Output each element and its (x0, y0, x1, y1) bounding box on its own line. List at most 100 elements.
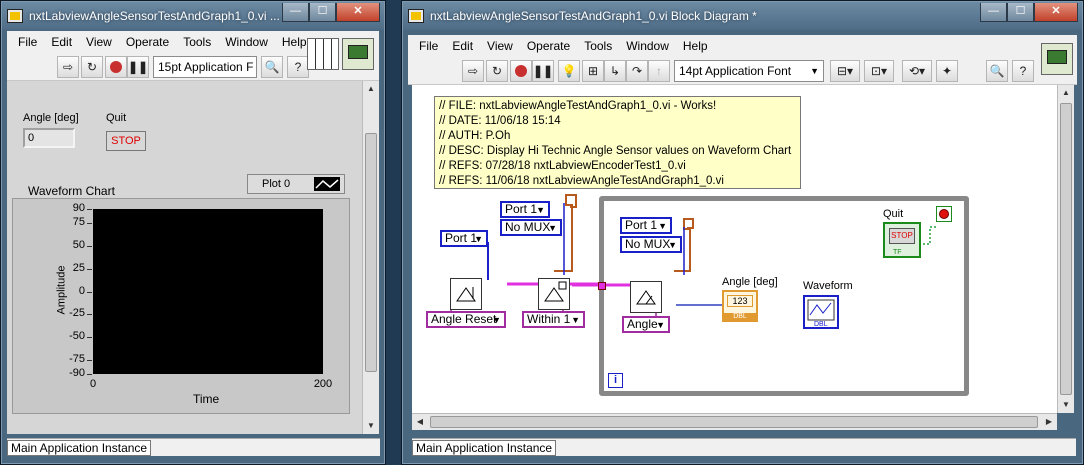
angle-reset-subvi[interactable] (450, 278, 482, 310)
y-tick-mark (87, 245, 92, 247)
vi-icon[interactable] (1041, 43, 1073, 75)
search-icon[interactable]: 🔍 (986, 60, 1008, 82)
step-into-icon[interactable]: ↳ (604, 60, 626, 82)
mux-ring-text: No MUX (505, 220, 551, 234)
x-axis-label: Time (193, 392, 220, 406)
scroll-thumb[interactable] (365, 133, 377, 372)
close-button[interactable]: ✕ (1034, 3, 1078, 22)
step-out-icon[interactable]: ↑ (648, 60, 670, 82)
plot-area[interactable] (93, 209, 323, 374)
scroll-thumb[interactable] (430, 416, 1038, 428)
run-arrow-icon[interactable]: ⇨ (57, 56, 79, 78)
vi-icon[interactable] (342, 38, 374, 70)
menu-operate[interactable]: Operate (125, 35, 170, 49)
cleanup-diagram-icon[interactable]: ✦ (936, 60, 958, 82)
distribute-objects-icon[interactable]: ⊡▾ (864, 60, 894, 82)
comment-line: // REFS: 11/06/18 nxtLabviewAngleTestAnd… (439, 175, 724, 187)
plot-legend[interactable]: Plot 0 (247, 174, 345, 194)
pause-icon[interactable]: ❚❚ (532, 60, 554, 82)
mode-ring-text: Angle (627, 317, 658, 331)
chevron-down-icon: ▼ (810, 66, 819, 76)
scroll-right-icon[interactable]: ▶ (1045, 417, 1053, 426)
labview-vi-icon (7, 9, 23, 23)
abort-icon[interactable] (510, 60, 532, 82)
port-ring-constant[interactable]: Port 1▼ (500, 201, 550, 218)
menu-tools[interactable]: Tools (183, 35, 212, 49)
angle-indicator-terminal[interactable]: 123 DBL (722, 290, 758, 322)
abort-icon[interactable] (105, 56, 127, 78)
menu-file[interactable]: File (419, 39, 439, 53)
help-icon[interactable]: ? (1012, 60, 1034, 82)
font-selector[interactable]: 15pt Application F (153, 56, 257, 78)
scroll-down-icon[interactable]: ▼ (1062, 400, 1070, 409)
highlight-execution-icon[interactable]: 💡 (558, 60, 580, 82)
menu-edit[interactable]: Edit (51, 35, 73, 49)
y-tick-mark (87, 209, 92, 210)
reorder-icon[interactable]: ⟲▾ (902, 60, 932, 82)
step-over-icon[interactable]: ↷ (626, 60, 648, 82)
maximize-button[interactable]: ☐ (1007, 3, 1034, 22)
menu-help[interactable]: Help (281, 35, 307, 49)
port-ring-constant[interactable]: Port 1▼ (620, 217, 672, 234)
scroll-left-icon[interactable]: ◀ (416, 417, 424, 426)
angle-config-subvi[interactable] (538, 278, 570, 310)
y-tick-label: -75 (69, 353, 85, 366)
menu-view[interactable]: View (487, 39, 513, 53)
y-tick-mark (87, 268, 92, 270)
numeric-icon: 123 (727, 295, 753, 307)
menu-window[interactable]: Window (225, 35, 268, 49)
application-instance[interactable]: Main Application Instance (412, 440, 557, 456)
block-diagram-vertical-scrollbar[interactable]: ▲ ▼ (1057, 85, 1074, 413)
menu-tools[interactable]: Tools (584, 39, 613, 53)
angle-reset-ring[interactable]: Angle Reset▼ (426, 311, 506, 328)
application-instance[interactable]: Main Application Instance (7, 440, 152, 456)
scroll-down-icon[interactable]: ▼ (367, 421, 375, 430)
chevron-down-icon: ▼ (668, 240, 677, 250)
front-panel-title: nxtLabviewAngleSensorTestAndGraph1_0.vi … (29, 9, 280, 23)
run-continuously-icon[interactable]: ↻ (486, 60, 508, 82)
menu-window[interactable]: Window (626, 39, 669, 53)
block-diagram-titlebar[interactable]: nxtLabviewAngleSensorTestAndGraph1_0.vi … (403, 2, 1082, 30)
scroll-up-icon[interactable]: ▲ (1062, 88, 1070, 97)
close-button[interactable]: ✕ (336, 3, 380, 22)
stop-button[interactable]: STOP (106, 131, 146, 151)
angle-mode-ring[interactable]: Angle▼ (622, 316, 670, 333)
mux-wire (554, 194, 577, 272)
menu-file[interactable]: File (18, 35, 38, 49)
mux-ring-constant[interactable]: No MUX▼ (620, 236, 682, 253)
x-tick-label: 0 (89, 378, 97, 390)
minimize-button[interactable]: — (282, 3, 309, 22)
scroll-thumb[interactable] (1060, 103, 1072, 395)
menu-edit[interactable]: Edit (452, 39, 474, 53)
align-objects-icon[interactable]: ⊟▾ (830, 60, 860, 82)
angle-read-subvi[interactable] (630, 281, 662, 313)
iteration-terminal[interactable]: i (608, 373, 623, 388)
quit-terminal[interactable]: STOP TF (883, 222, 921, 258)
retain-wire-values-icon[interactable]: ⊞ (582, 60, 604, 82)
port-ring-constant[interactable]: Port 1▼ (440, 230, 488, 247)
block-diagram-toolbar: ⇨ ↻ ❚❚ 💡 ⊞ ↳ ↷ ↑ 14pt Application Font▼ … (408, 57, 1077, 85)
menu-view[interactable]: View (86, 35, 112, 49)
search-icon[interactable]: 🔍 (261, 56, 283, 78)
front-panel-titlebar[interactable]: nxtLabviewAngleSensorTestAndGraph1_0.vi … (2, 2, 384, 30)
minimize-button[interactable]: — (980, 3, 1007, 22)
maximize-button[interactable]: ☐ (309, 3, 336, 22)
block-diagram-horizontal-scrollbar[interactable]: ◀ ▶ (412, 413, 1057, 430)
y-tick-mark (87, 337, 92, 339)
waveform-chart-terminal[interactable]: DBL (803, 295, 839, 329)
menu-help[interactable]: Help (682, 39, 708, 53)
while-loop[interactable]: i (599, 196, 969, 396)
run-continuously-icon[interactable]: ↻ (81, 56, 103, 78)
run-arrow-icon[interactable]: ⇨ (462, 60, 484, 82)
scroll-up-icon[interactable]: ▲ (367, 84, 375, 93)
menu-operate[interactable]: Operate (526, 39, 571, 53)
front-panel-vertical-scrollbar[interactable]: ▲ ▼ (362, 81, 379, 434)
loop-condition-terminal[interactable] (936, 206, 952, 222)
help-icon[interactable]: ? (287, 56, 309, 78)
within-ring[interactable]: Within 1▼ (522, 311, 585, 328)
connector-pane-icon[interactable] (307, 38, 339, 70)
font-selector[interactable]: 14pt Application Font▼ (674, 60, 824, 82)
mux-ring-constant[interactable]: No MUX▼ (500, 219, 562, 236)
pause-icon[interactable]: ❚❚ (127, 56, 149, 78)
y-tick-label: -50 (69, 330, 85, 343)
